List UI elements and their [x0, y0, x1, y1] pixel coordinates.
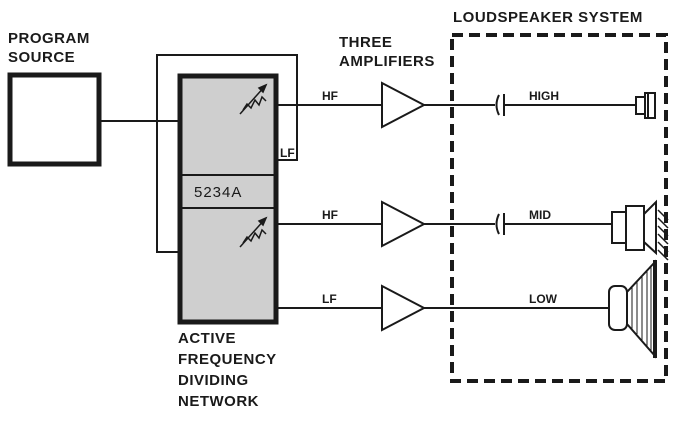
- three-amplifiers-label-line1: THREE: [339, 34, 392, 51]
- channel-mid-filter-label: HF: [322, 208, 338, 222]
- feedback-loop-wire: [156, 54, 298, 253]
- network-label-line4: NETWORK: [178, 393, 259, 410]
- program-source-box: [7, 72, 102, 167]
- driver-mid-label: MID: [529, 208, 551, 222]
- amplifier-low-icon: [381, 284, 427, 332]
- amplifier-mid-icon: [381, 200, 427, 248]
- driver-high-label: HIGH: [529, 89, 559, 103]
- horn-mouth-hatching: [657, 209, 669, 261]
- network-label-line1: ACTIVE: [178, 330, 236, 347]
- three-amplifiers-label-line2: AMPLIFIERS: [339, 53, 435, 70]
- driver-low-label: LOW: [529, 292, 558, 306]
- woofer-icon: [608, 259, 657, 359]
- network-block: [177, 73, 279, 325]
- variable-filter-upper-icon: [239, 83, 268, 115]
- tweeter-icon: [635, 92, 656, 119]
- amplifier-high-icon: [381, 81, 427, 129]
- channel-high-filter-label: HF: [322, 89, 338, 103]
- channel-low-filter-label: LF: [322, 292, 337, 306]
- capacitor-high-icon: [495, 94, 500, 116]
- network-label-line2: FREQUENCY: [178, 351, 277, 368]
- variable-filter-lower-icon: [239, 216, 268, 248]
- loudspeaker-enclosure: [450, 33, 668, 383]
- channel-low: LF LOW: [277, 259, 657, 359]
- lf-feedback-label: LF: [280, 146, 295, 160]
- program-source-label-line2: SOURCE: [8, 49, 75, 66]
- channel-mid: HF MID: [277, 199, 669, 261]
- channel-high: HF HIGH: [277, 81, 656, 129]
- model-number-label: 5234A: [194, 184, 242, 201]
- network-label-line3: DIVIDING: [178, 372, 249, 389]
- loudspeaker-system-label: LOUDSPEAKER SYSTEM: [453, 9, 643, 26]
- capacitor-mid-icon: [495, 213, 500, 235]
- program-source-label-line1: PROGRAM: [8, 30, 90, 47]
- midrange-horn-icon: [611, 199, 657, 256]
